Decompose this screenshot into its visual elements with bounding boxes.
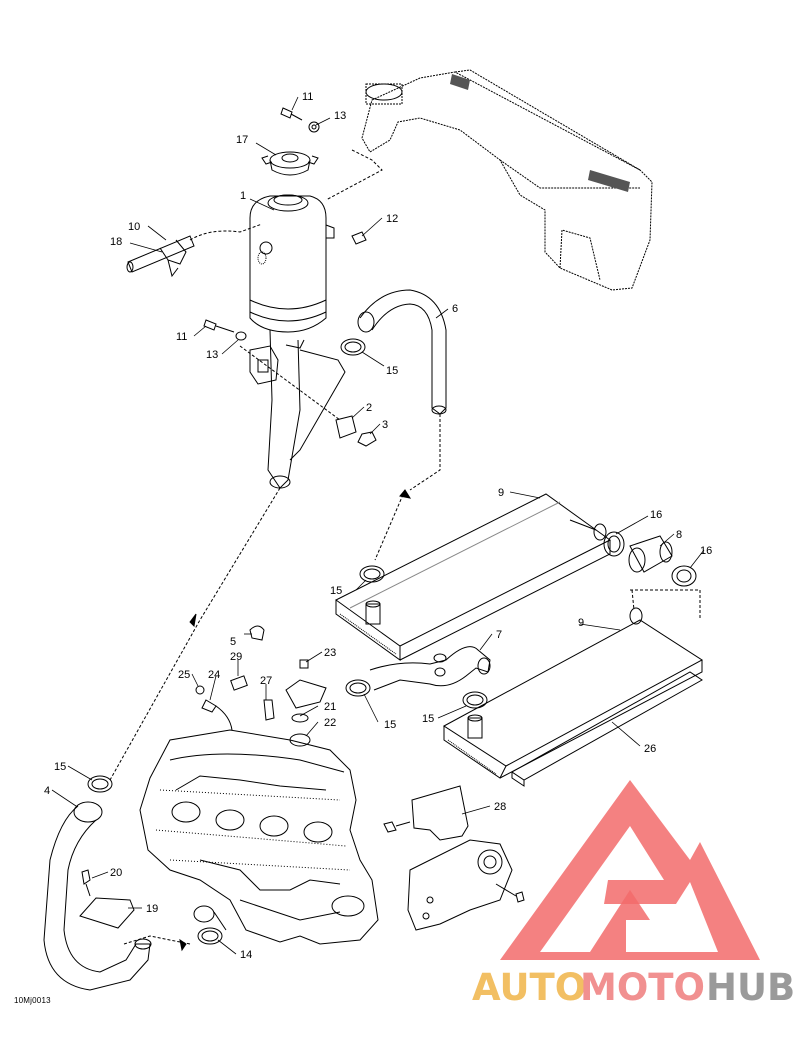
callout-16-a: 16: [650, 509, 662, 521]
callout-2: 2: [366, 402, 372, 414]
clamp-15-hx-upper: [359, 565, 385, 583]
radiator-cap: [261, 151, 319, 176]
callout-10: 10: [128, 221, 140, 233]
callout-9-upper: 9: [498, 487, 504, 499]
callout-24: 24: [208, 669, 220, 681]
bracket-19: [79, 869, 135, 929]
callout-11-mid: 11: [176, 331, 187, 343]
callout-5: 5: [230, 636, 236, 648]
assembly-lines: [109, 149, 701, 945]
heat-exchanger-upper: [335, 493, 611, 661]
logo-moto: MOTO: [580, 966, 705, 1009]
callout-17: 17: [236, 134, 248, 146]
callout-27: 27: [260, 675, 272, 687]
callout-13-mid: 13: [206, 349, 218, 361]
hose-6: [357, 289, 447, 415]
callout-8: 8: [676, 529, 682, 541]
clamp-15-upper: [340, 338, 366, 356]
callout-21: 21: [324, 701, 336, 713]
logo-hub: HUB: [706, 966, 795, 1009]
clamp-14: [197, 927, 223, 945]
leader-lines: [51, 96, 705, 955]
clamp-15-hx-lower: [462, 691, 488, 709]
callout-28: 28: [494, 801, 506, 813]
hose-4: [43, 801, 152, 991]
callout-19: 19: [146, 903, 158, 915]
coolant-tank-top-right: [361, 69, 653, 291]
vent-hose-clip: [126, 223, 263, 278]
hose-7: [369, 646, 491, 691]
callout-16-b: 16: [700, 545, 712, 557]
small-sensor-parts: [195, 625, 327, 747]
figure-reference-code: 10Mj0013: [14, 996, 51, 1005]
bracket-28: [383, 785, 525, 931]
hose-8-and-clamps-16: [603, 531, 697, 587]
callout-14: 14: [240, 949, 252, 961]
screw-and-washer-top: [280, 107, 320, 133]
callout-22: 22: [324, 717, 336, 729]
engine-block: [139, 729, 379, 945]
logo-auto: AUTO: [472, 966, 586, 1009]
tank-mounting-bracket: [249, 345, 279, 385]
callout-9-lower: 9: [578, 617, 584, 629]
callout-15-hx-upper: 15: [330, 585, 342, 597]
callout-6: 6: [452, 303, 458, 315]
automotohub-watermark-logo: AUTO MOTO HUB: [472, 780, 795, 1009]
clamp-15-hose7: [345, 679, 371, 697]
callout-11-top: 11: [302, 91, 313, 103]
callout-3: 3: [382, 419, 388, 431]
callout-25: 25: [178, 669, 190, 681]
callout-26: 26: [644, 743, 656, 755]
callout-7: 7: [496, 629, 502, 641]
screw-12: [351, 231, 367, 245]
callout-29: 29: [230, 651, 242, 663]
heat-exchanger-lower: [443, 607, 703, 779]
bolt-and-washer-mid: [203, 319, 247, 341]
callout-18: 18: [110, 236, 122, 248]
callout-numbers: 11 13 17 1 12 10 18 6 11 13 15 2 3 9 16 …: [44, 91, 712, 961]
clamp-15-hose4: [87, 775, 113, 793]
callout-12: 12: [386, 213, 398, 225]
callout-1: 1: [240, 190, 246, 202]
expansion-tank: [249, 194, 346, 489]
callout-20: 20: [110, 867, 122, 879]
callout-13-top: 13: [334, 110, 346, 122]
bracket-nut: [335, 415, 377, 447]
callout-15-hose4: 15: [54, 761, 66, 773]
rail-26: [511, 671, 703, 787]
callout-15-hx-lower: 15: [422, 713, 434, 725]
callout-15-hose7: 15: [384, 719, 396, 731]
callout-4: 4: [44, 785, 50, 797]
callout-15-hose6: 15: [386, 365, 398, 377]
callout-23: 23: [324, 647, 336, 659]
